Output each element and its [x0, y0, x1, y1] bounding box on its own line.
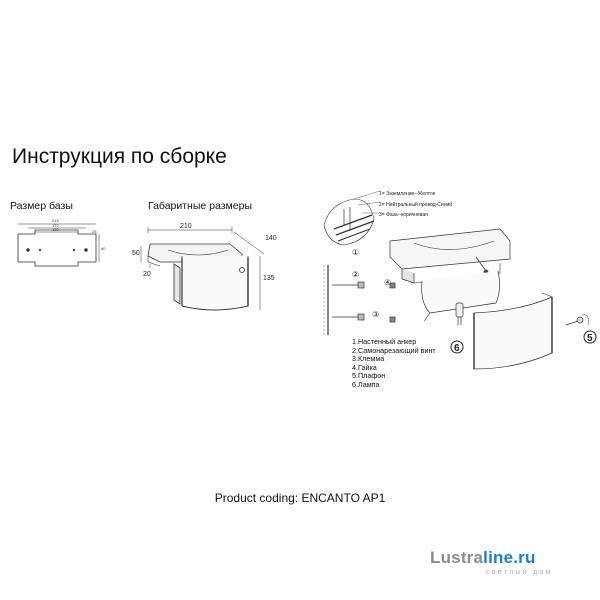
dim-135: 135 [263, 275, 275, 282]
callout-4: ④ [384, 278, 391, 287]
site-logo[interactable]: Lustraline.ru светлый дом [430, 548, 590, 588]
parts-item: 5.Плафон [352, 371, 386, 381]
logo-subtitle: светлый дом [486, 567, 553, 576]
parts-item: 3.Клемма [352, 354, 385, 364]
dim-50: 50 [132, 250, 140, 257]
parts-item: 6.Лампа [352, 379, 380, 389]
dim-80: 80 [101, 246, 106, 251]
dim-140: 140 [265, 235, 277, 242]
wiring-item: 1= Заземление--Желтое [379, 191, 436, 197]
parts-item: 2.Самонарезающий винт [352, 345, 436, 355]
wiring-item: 3= Фаза--коричневая [379, 212, 428, 218]
overall-size-drawing: 210 140 50 20 135 [132, 223, 277, 311]
assembly-diagram: ① ② ③ ④ 6 5 [323, 190, 597, 370]
page-title: Инструкция по сборке [12, 145, 227, 168]
callout-6: 6 [454, 343, 460, 354]
product-coding: Product coding: ENCANTO AP1 [214, 491, 386, 505]
dim-172: 172 [52, 223, 59, 228]
wiring-item: 2= Нейтральный провод-Синий [379, 201, 453, 208]
dim-25: 25 [92, 229, 97, 234]
callout-3: ③ [372, 310, 379, 319]
dim-215: 215 [52, 218, 59, 223]
base-size-heading: Размер базы [10, 200, 73, 212]
callout-5: 5 [587, 333, 593, 344]
parts-legend: 1.Настенный анкер 2.Самонарезающий винт … [352, 337, 436, 390]
logo-text: Lustraline.ru [430, 548, 590, 568]
callout-1: ① [352, 248, 359, 257]
parts-item: 1.Настенный анкер [352, 337, 417, 346]
logo-part1: Lustra [430, 548, 484, 567]
dim-210: 210 [180, 223, 192, 230]
wiring-legend: 1= Заземление--Желтое 2= Нейтральный про… [379, 189, 452, 221]
parts-item: 4.Гайка [352, 362, 377, 372]
logo-part2: line.ru [483, 548, 536, 567]
callout-2: ② [352, 270, 359, 279]
dim-120: 120 [52, 227, 59, 232]
dim-20: 20 [143, 271, 151, 278]
overall-size-heading: Габаритные размеры [148, 200, 252, 212]
base-size-drawing: 215 172 120 25 80 [17, 218, 106, 267]
